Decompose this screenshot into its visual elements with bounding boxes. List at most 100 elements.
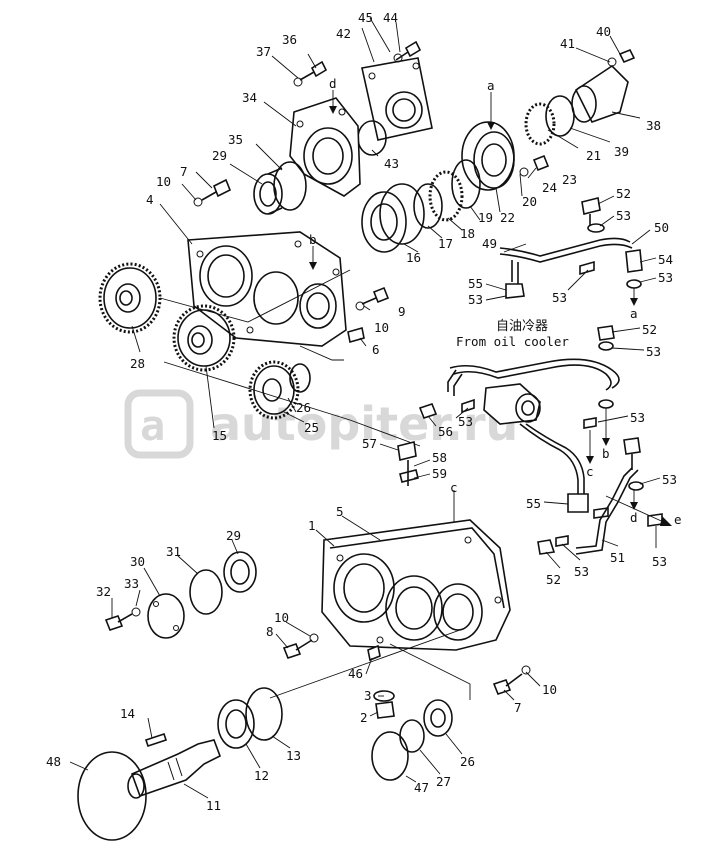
callout-53-top: 53 <box>616 208 631 223</box>
ref-arrows-top <box>309 90 495 270</box>
part-14-key <box>144 732 168 748</box>
ref-b-top: b <box>309 232 317 247</box>
callout-43: 43 <box>384 156 399 171</box>
ref-e-right: e <box>674 512 682 527</box>
part-18-ring <box>428 170 464 222</box>
part-32-bolt <box>104 607 141 631</box>
callout-30: 30 <box>130 554 145 569</box>
callout-9: 9 <box>398 304 406 319</box>
callout-31: 31 <box>166 544 181 559</box>
callout-48: 48 <box>46 754 61 769</box>
callout-23: 23 <box>562 172 577 187</box>
part-26-bearing <box>423 699 453 737</box>
part-7-bolt-upper <box>193 178 232 207</box>
callout-58: 58 <box>432 450 447 465</box>
callout-41: 41 <box>560 36 575 51</box>
callout-12: 12 <box>254 768 269 783</box>
leader-lines-bottom <box>69 515 541 799</box>
part-46-plug <box>367 644 381 662</box>
watermark: a autopiter.ru <box>124 389 518 459</box>
callout-10-mid: 10 <box>374 320 389 335</box>
callout-44: 44 <box>383 10 398 25</box>
part-17-ring <box>413 183 443 229</box>
callout-46: 46 <box>348 666 363 681</box>
part-23-bolt <box>519 154 550 177</box>
callout-10-low: 10 <box>274 610 289 625</box>
callout-47: 47 <box>414 780 429 795</box>
callout-50: 50 <box>654 220 669 235</box>
callout-8: 8 <box>266 624 274 639</box>
callout-11: 11 <box>206 798 221 813</box>
part-29-bearing-bottom <box>223 551 257 593</box>
ref-d-right: d <box>630 510 638 525</box>
callout-22: 22 <box>500 210 515 225</box>
part-44-bolt <box>393 40 422 63</box>
callout-55-top: 55 <box>468 276 483 291</box>
callout-29-top: 29 <box>212 148 227 163</box>
callout-53-55: 53 <box>468 292 483 307</box>
leader-lines-top <box>131 17 641 447</box>
callout-38: 38 <box>646 118 661 133</box>
callout-39: 39 <box>614 144 629 159</box>
callout-36: 36 <box>282 32 297 47</box>
callout-28: 28 <box>130 356 145 371</box>
part-31-ring <box>189 569 223 615</box>
part-34-housing <box>289 97 361 197</box>
part-20-housing <box>461 121 515 191</box>
callout-42: 42 <box>336 26 351 41</box>
part-21-ring <box>524 102 556 146</box>
callout-19: 19 <box>478 210 493 225</box>
callout-21: 21 <box>586 148 601 163</box>
part-4-plate <box>187 231 347 347</box>
callout-59: 59 <box>432 466 447 481</box>
part-2-plug <box>375 701 395 719</box>
ref-d-top: d <box>329 76 337 91</box>
callout-26-bottom: 26 <box>460 754 475 769</box>
callout-33: 33 <box>124 576 139 591</box>
part-29-bearing-top <box>253 167 283 215</box>
callout-16: 16 <box>406 250 421 265</box>
part-48-o-ring <box>77 751 147 841</box>
callout-53-54: 53 <box>658 270 673 285</box>
part-16-clutch <box>361 183 425 253</box>
callout-27: 27 <box>436 774 451 789</box>
part-13-snap-ring <box>245 687 283 741</box>
callout-7-top: 7 <box>180 164 188 179</box>
callout-24: 24 <box>542 180 557 195</box>
callout-53-valve: 53 <box>458 414 473 429</box>
annotation-chinese: 自油冷器 <box>496 319 548 334</box>
callout-10-right: 10 <box>542 682 557 697</box>
callout-35: 35 <box>228 132 243 147</box>
callout-34: 34 <box>242 90 257 105</box>
callout-17: 17 <box>438 236 453 251</box>
callout-54: 54 <box>658 252 673 267</box>
callout-49: 49 <box>482 236 497 251</box>
callout-10-top: 10 <box>156 174 171 189</box>
callout-32: 32 <box>96 584 111 599</box>
callout-20: 20 <box>522 194 537 209</box>
callout-7-low: 7 <box>514 700 522 715</box>
part-30-cover <box>147 593 185 639</box>
part-40-bolt <box>607 48 636 67</box>
part-42-cover <box>361 57 433 141</box>
callout-40: 40 <box>596 24 611 39</box>
part-28-gear <box>98 262 162 334</box>
annotation-from-oil-cooler: From oil cooler <box>456 334 569 349</box>
callout-1: 1 <box>308 518 316 533</box>
callout-2: 2 <box>360 710 368 725</box>
part-39-ring <box>545 95 575 137</box>
callout-14: 14 <box>120 706 135 721</box>
ref-a-top: a <box>487 78 495 93</box>
watermark-text: autopiter.ru <box>210 397 518 451</box>
part-7-bolt-lower <box>492 665 531 695</box>
callout-37: 37 <box>256 44 271 59</box>
callout-53-clip: 53 <box>552 290 567 305</box>
part-12-bearing <box>217 699 255 749</box>
part-36-bolt <box>293 60 328 87</box>
callout-53-e: 53 <box>652 554 667 569</box>
svg-text:a: a <box>140 401 165 450</box>
callout-4: 4 <box>146 192 154 207</box>
callout-29-bottom: 29 <box>226 528 241 543</box>
ref-c-right: c <box>586 464 594 479</box>
